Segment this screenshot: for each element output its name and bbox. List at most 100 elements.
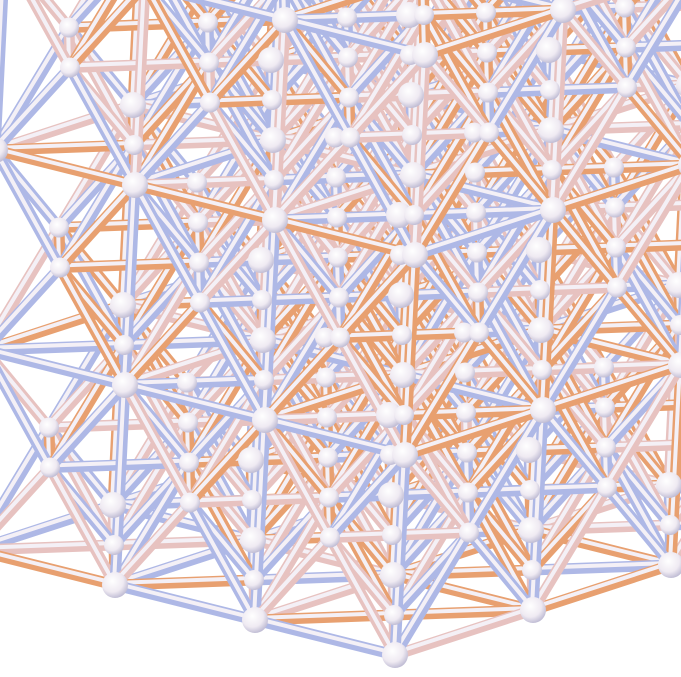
lattice-node [112,372,138,398]
lattice-node [465,163,485,183]
lattice-node [252,290,272,310]
lattice-node [272,7,298,33]
lattice-node [338,48,358,68]
lattice-node [604,158,624,178]
lattice-node [394,405,414,425]
lattice-node [252,407,278,433]
lattice-node [384,605,404,625]
lattice-node [189,253,209,273]
lattice-node [479,123,499,143]
lattice-node [180,493,200,513]
lattice-node [606,238,626,258]
lattice-node [382,642,408,668]
lattice-node [412,42,438,68]
lattice-node [179,453,199,473]
lattice-node [122,172,148,198]
lattice-node [320,528,340,548]
lattice-node [50,258,70,278]
lattice-node [124,135,144,155]
lattice-node [520,480,540,500]
lattice-node [536,37,562,63]
lattice-node [120,92,146,118]
lattice-node [398,82,424,108]
lattice-node [187,173,207,193]
lattice-node [597,478,617,498]
lattice-node [605,198,625,218]
lattice-node [60,58,80,78]
lattice-node [327,208,347,228]
lattice-node [258,47,284,73]
lattice-node [200,93,220,113]
lattice-node [466,203,486,223]
lattice-node [110,292,136,318]
lattice-node [382,525,402,545]
lattice-node [528,317,554,343]
lattice-node [478,83,498,103]
lattice-node [49,218,69,238]
lattice-node [326,168,346,188]
lattice-node [250,327,276,353]
lattice-node [260,127,286,153]
lattice-node [404,205,424,225]
lattice-node [190,293,210,313]
lattice-node [595,398,615,418]
lattice-node [607,278,627,298]
lattice-node [240,527,266,553]
lattice-node [329,288,349,308]
lattice-node [59,18,79,38]
lattice-node [242,607,268,633]
lattice-node [330,328,350,348]
lattice-node [188,213,208,233]
lattice-node [468,283,488,303]
lattice-node [542,160,562,180]
lattice-node [262,90,282,110]
lattice-node [198,13,218,33]
lattice-node [318,448,338,468]
lattice-node [328,248,348,268]
lattice-node [617,78,637,98]
lattice-node [39,418,59,438]
lattice-node [467,243,487,263]
lattice-node [178,413,198,433]
lattice-node [469,323,489,343]
lattice-node [516,437,542,463]
lattice-node [540,197,566,223]
lattice-node [660,515,680,535]
lattice-node [238,447,264,473]
lattice-node [540,80,560,100]
lattice-node [340,128,360,148]
lattice-node [476,3,496,23]
lattice-node [248,247,274,273]
lattice-node [104,535,124,555]
lattice-node [594,358,614,378]
lattice-node [40,458,60,478]
lattice-node [477,43,497,63]
lattice-node [457,443,477,463]
lattice-node [319,488,339,508]
lattice-node [100,492,126,518]
lattice-node [380,562,406,588]
lattice-node [414,5,434,25]
lattice-node [244,570,264,590]
lattice-node [262,207,288,233]
lattice-node [530,280,550,300]
lattice-node [402,242,428,268]
lattice-node [402,125,422,145]
lattice-node [596,438,616,458]
lattice-node [392,442,418,468]
lattice-node [616,38,636,58]
lattice-node [538,117,564,143]
lattice-node [177,373,197,393]
lattice-node [390,362,416,388]
lattice-node [532,360,552,380]
lattice-node [520,597,546,623]
lattice-node [242,490,262,510]
lattice-node [337,8,357,28]
lattice-node [400,162,426,188]
lattice-node [455,363,475,383]
lattice-node [254,370,274,390]
lattice-node [264,170,284,190]
lattice-node [518,517,544,543]
lattice-node [656,472,681,498]
